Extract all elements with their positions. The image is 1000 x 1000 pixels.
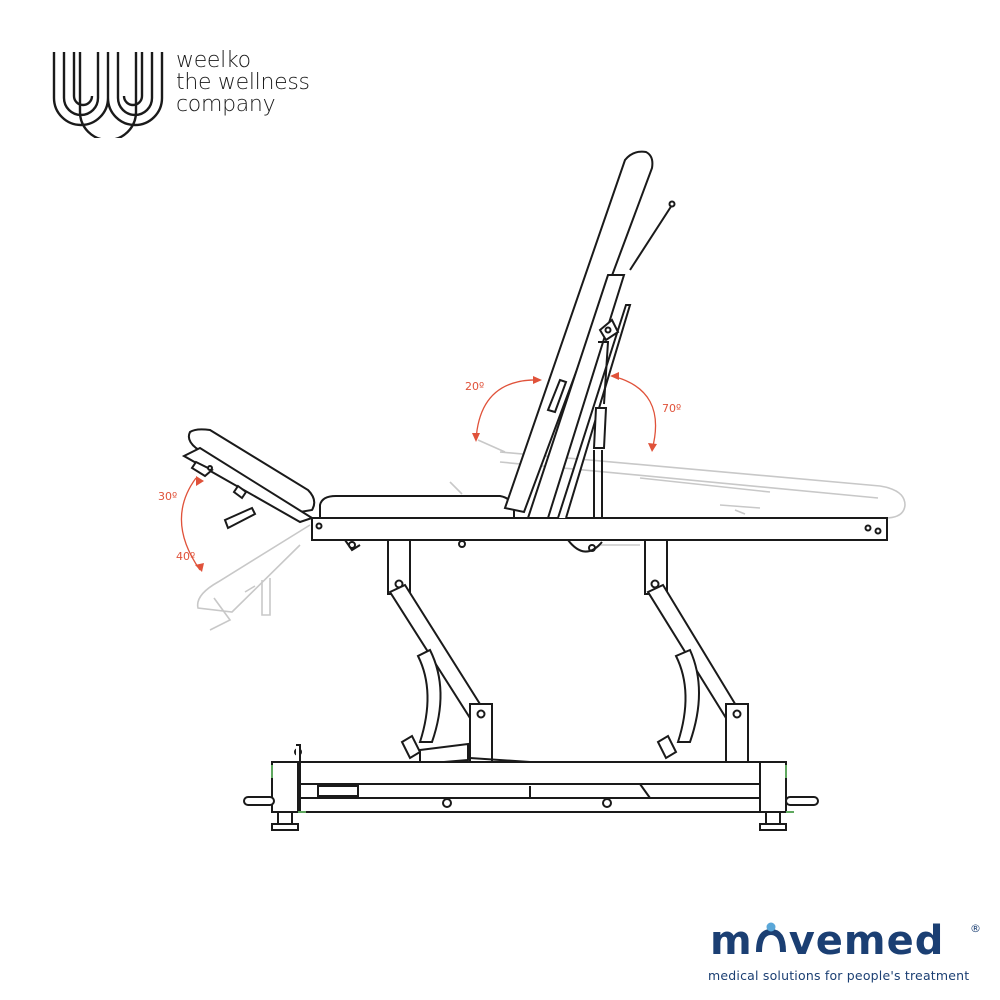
base-frame — [243, 744, 819, 831]
weelko-logo: weelko the wellness company — [50, 46, 350, 141]
registered-mark: ® — [970, 922, 981, 935]
headrest — [181, 428, 316, 530]
base-accents — [271, 765, 794, 813]
backrest — [503, 150, 676, 519]
lift-mechanism — [387, 539, 749, 766]
backrest-max-arc — [611, 375, 657, 451]
angle-arrowheads — [195, 372, 657, 572]
movemed-person-o-icon — [753, 922, 789, 958]
weelko-tagline-1: the wellness — [176, 70, 310, 95]
movemed-name-post: vemed — [788, 918, 945, 964]
backrest-max-angle-label: 70º — [662, 402, 681, 415]
headrest-down-angle-label: 40º — [176, 550, 195, 563]
backrest-min-angle-label: 20º — [465, 380, 484, 393]
movemed-name-pre: m — [710, 918, 753, 964]
weelko-tagline-2: company — [176, 92, 276, 117]
weelko-wordmark: weelko the wellness company — [176, 50, 310, 116]
headrest-up-angle-label: 30º — [158, 490, 177, 503]
backrest-min-arc — [475, 379, 541, 441]
headrest-arc — [180, 477, 201, 571]
weelko-w-logo-icon — [52, 52, 164, 138]
movemed-tagline: medical solutions for people's treatment — [708, 968, 970, 983]
angle-indicators — [180, 375, 657, 571]
weelko-name: weelko — [176, 48, 251, 73]
